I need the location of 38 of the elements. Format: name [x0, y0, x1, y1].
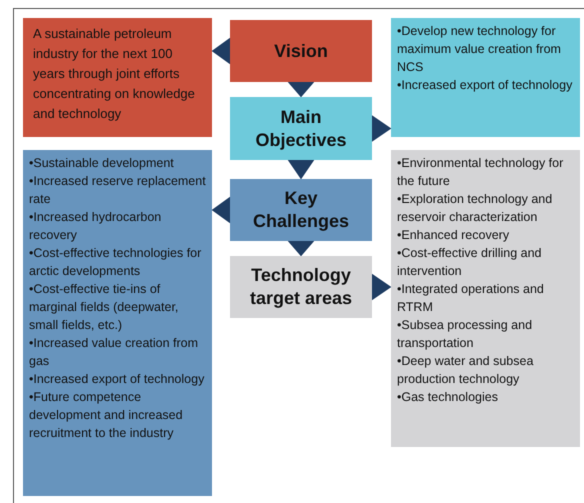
bullet-list-box — [391, 150, 580, 447]
stage-box — [230, 20, 372, 82]
stage-title: Main Objectives — [254, 106, 348, 152]
stage-box — [230, 179, 372, 241]
stage-box — [230, 256, 372, 318]
list-item: •Enhanced recovery — [397, 227, 510, 244]
arrow — [372, 274, 392, 300]
list-item: •Future competence development and increased recruitment to the industry — [29, 389, 184, 442]
list-item: •Cost-effective drilling and intervention — [397, 245, 542, 280]
list-item: •Gas technologies — [397, 389, 499, 406]
list-item: •Increased export of technology — [397, 77, 574, 94]
bullet-list-box — [391, 18, 580, 137]
vision-statement: A sustainable petroleum industry for the next 100 years through joint efforts concentrating on knowledge and technology — [32, 25, 196, 123]
arrow — [212, 196, 230, 224]
vision-statement-box — [23, 18, 212, 137]
list-item: •Increased hydrocarbon recovery — [29, 209, 162, 244]
stage-title: Technology target areas — [248, 264, 354, 310]
arrow — [372, 115, 392, 142]
list-item: •Integrated operations and RTRM — [397, 281, 545, 316]
list-item: •Increased export of technology — [29, 371, 206, 388]
arrow — [288, 240, 314, 256]
arrow — [288, 82, 314, 98]
list-item: •Increased reserve replacement rate — [29, 173, 206, 208]
stage-box — [230, 97, 372, 160]
list-item: •Exploration technology and reservoir characterization — [397, 191, 554, 226]
arrow — [212, 38, 230, 64]
bullet-list-box — [23, 150, 212, 496]
list-item: •Develop new technology for maximum value creation from NCS — [397, 23, 562, 76]
list-item: •Sustainable development — [29, 155, 175, 172]
list-item: •Cost-effective tie-ins of marginal fields (deepwater, small fields, etc.) — [29, 281, 180, 334]
stage-title: Vision — [274, 40, 328, 62]
list-item: •Increased value creation from gas — [29, 335, 200, 370]
list-item: •Cost-effective technologies for arctic developments — [29, 245, 202, 280]
stage-title: Key Challenges — [252, 187, 350, 233]
list-item: •Environmental technology for the future — [397, 155, 564, 190]
list-item: •Subsea processing and transportation — [397, 317, 534, 352]
arrow — [288, 160, 314, 180]
list-item: •Deep water and subsea production technology — [397, 353, 534, 388]
